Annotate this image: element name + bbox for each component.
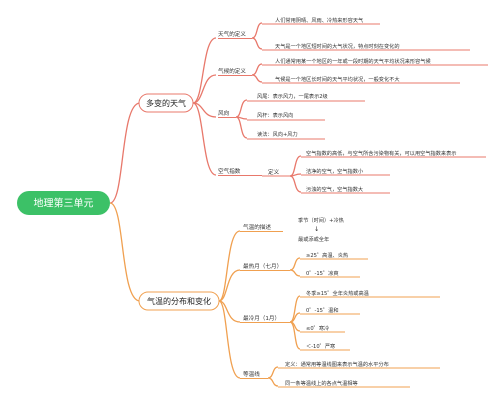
aqi-item-1: 空气指数的高低，与空气所含污染物有关，可以用空气指数来表示 [306,149,456,157]
description-arrow: ↓ [314,225,319,233]
edge-climate-def [192,74,217,104]
weather-def-label: 天气的定义 [218,30,246,38]
climate-def-item-1: 人们通常用某一个地区的一年或一段时期的天气平均状况来形容气候 [275,57,431,65]
edge-weather-def [192,37,217,104]
wind-item-3: 读法：风向+风力 [257,130,298,138]
wind-label: 风向 [218,109,230,117]
edge-description [218,230,241,302]
isotherm-label: 等温线 [243,370,260,378]
edge-isotherm [218,300,241,379]
edge-root-weather [109,102,141,204]
hottest-item-2: 0゜-15゜凉爽 [306,269,339,277]
wind-item-2: 风杆：表示风向 [257,111,293,119]
isotherm-item-1: 定义：通常用等温线图来表示气温的水平分布 [285,360,389,368]
coldest-item-3: ≤0゜寒冷 [306,324,329,332]
climate-def-label: 气候的定义 [218,67,246,75]
description-line-1: 季节（时间）+冷热 [298,216,345,224]
description-line-2: 最或添或全年 [298,235,329,243]
hottest-item-1: ≥25゜高温、炎热 [306,251,349,259]
branch-temperature-label: 气温的分布和变化 [147,296,211,306]
weather-def-item-2: 天气是一个地区短时间的大气状况，特点时刻在变化的 [275,42,400,50]
edge-root-temperature [109,202,141,302]
isotherm-item-2: 同一条等温线上的各点气温相等 [285,379,358,387]
weather-def-item-1: 人们常用阴晴、风雨、冷热来形容天气 [275,16,363,24]
aqi-item-2: 洁净的空气，空气指数小 [306,167,364,175]
aqi-item-3: 污浊的空气，空气指数大 [306,185,363,193]
aqi-sub-label: 定义 [268,168,280,176]
edge-aqi [192,102,217,176]
coldest-item-4: ＜-10゜严寒 [306,342,335,350]
root-node[interactable] [17,191,110,215]
coldest-label: 最冷月（1月） [243,314,280,322]
branch-weather-label: 多变的天气 [146,98,186,108]
climate-def-item-2: 气候是一个地区长时间的天气平均状况，一般变化不大 [275,75,400,83]
hottest-label: 最热月（七月） [243,262,282,270]
wind-item-1: 风尾：表示风力，一尾表示2级 [257,92,328,100]
coldest-item-1: 冬季≥15゜全年炎热或高温 [306,289,369,297]
edge-wind [192,102,217,118]
aqi-label: 空气指数 [218,167,241,175]
root-label: 地理第三单元 [34,197,94,210]
edge-hottest [218,269,241,302]
coldest-item-2: 0゜-15゜温和 [306,306,339,314]
description-label: 气温的描述 [243,223,271,231]
